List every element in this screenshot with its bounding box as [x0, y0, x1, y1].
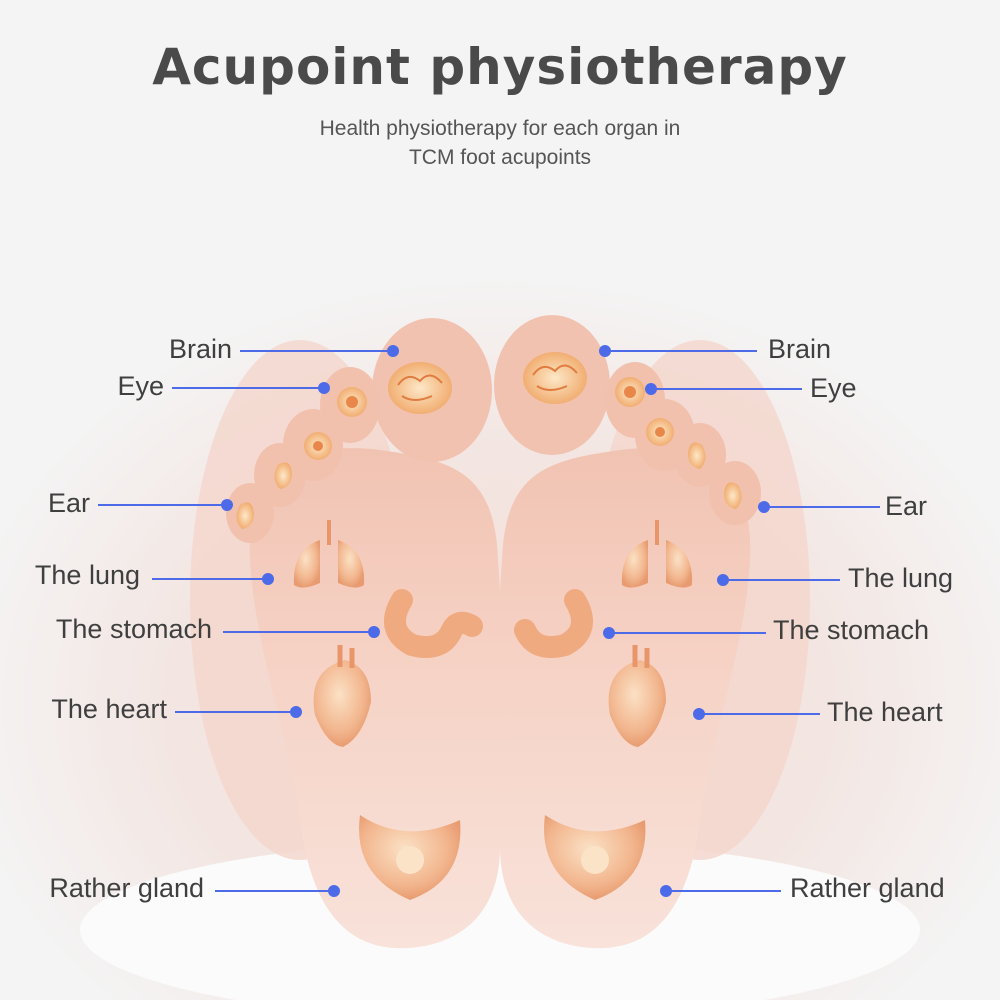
- right-leaders: [599, 345, 880, 897]
- right-stomach-icon: [514, 589, 593, 659]
- label-heart-left: The heart: [51, 694, 167, 724]
- label-brain-left: Brain: [168, 334, 232, 364]
- label-stomach-right: The stomach: [773, 615, 930, 645]
- page-title: Acupoint physiotherapy: [152, 38, 848, 96]
- label-stomach-left: The stomach: [55, 614, 212, 644]
- label-eye-right: Eye: [810, 373, 857, 403]
- subtitle-line-1: Health physiotherapy for each organ in: [319, 117, 681, 140]
- left-brain-icon: [388, 362, 452, 414]
- label-ear-right: Ear: [885, 491, 928, 521]
- left-lung-icon: [293, 520, 365, 588]
- left-eye-icon: [304, 387, 367, 460]
- left-ear-icon: [236, 462, 292, 529]
- label-lung-left: The lung: [34, 560, 140, 590]
- right-heart-icon: [608, 645, 666, 747]
- left-gland-icon: [359, 815, 461, 900]
- label-brain-right: Brain: [768, 334, 832, 364]
- label-heart-right: The heart: [827, 697, 943, 727]
- label-ear-left: Ear: [47, 488, 90, 518]
- left-stomach-icon: [384, 589, 483, 659]
- label-eye-left: Eye: [117, 371, 164, 401]
- label-gland-left: Rather gland: [49, 873, 204, 903]
- left-heart-icon: [313, 645, 371, 747]
- right-lung-icon: [621, 520, 693, 588]
- label-lung-right: The lung: [848, 563, 954, 593]
- towel: [80, 840, 920, 1000]
- right-eye-icon: [615, 377, 674, 446]
- subtitle-line-2: TCM foot acupoints: [408, 146, 592, 169]
- left-leaders: [98, 345, 399, 897]
- right-ear-icon: [688, 442, 742, 509]
- right-brain-icon: [523, 352, 587, 404]
- label-gland-right: Rather gland: [790, 873, 945, 903]
- right-gland-icon: [544, 815, 646, 900]
